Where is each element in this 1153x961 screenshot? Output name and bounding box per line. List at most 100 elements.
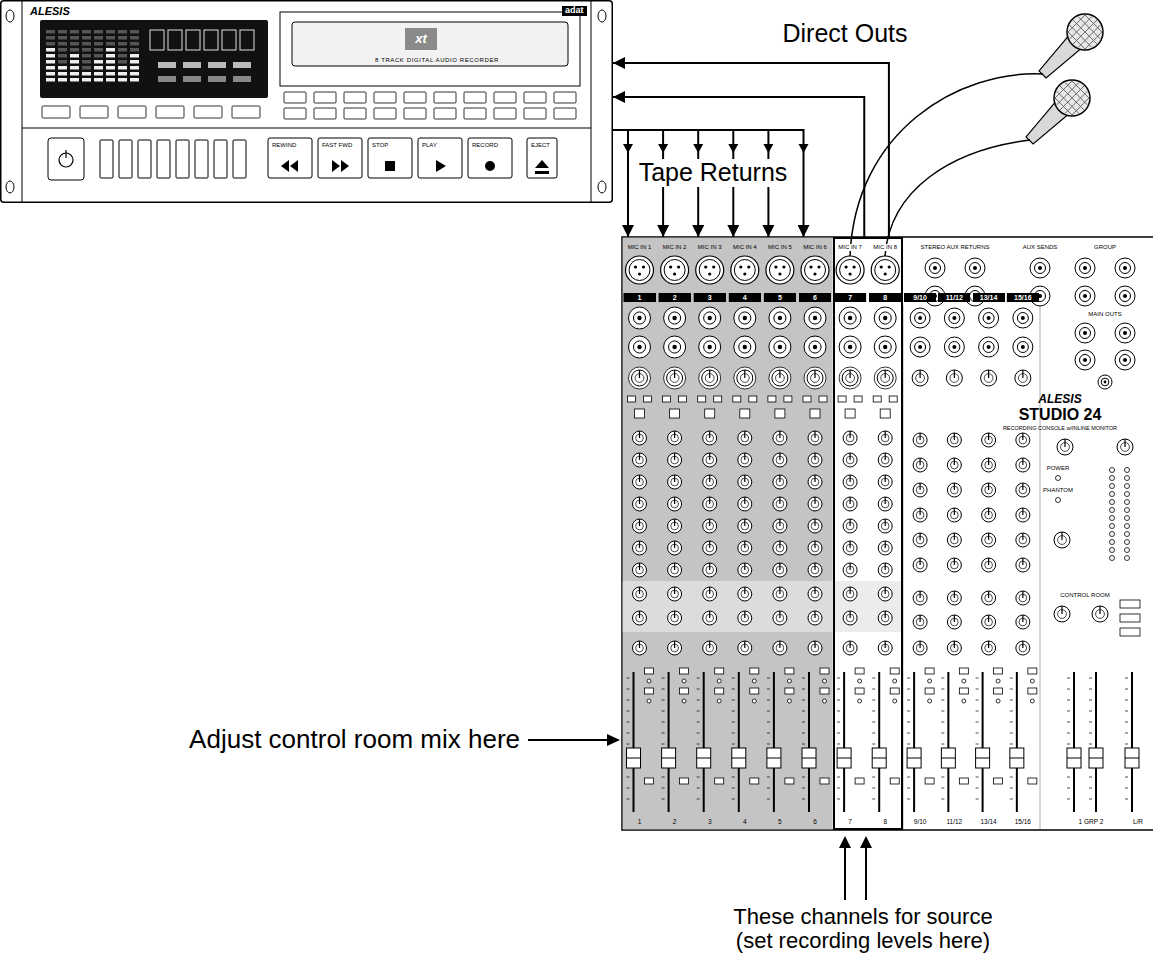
fader-tick [1089, 700, 1092, 701]
fader-tick [872, 722, 875, 723]
knob [702, 370, 718, 386]
xlr-pin [778, 272, 781, 275]
jack-hole [1021, 316, 1025, 320]
knob-pointer [744, 587, 745, 594]
panel-label: 15/16 [1015, 818, 1031, 825]
peak-led [1030, 679, 1034, 683]
meter-segment [70, 42, 79, 46]
knob-pointer [814, 519, 815, 526]
jack [769, 307, 791, 329]
fader-tick [1125, 722, 1128, 723]
knob [878, 497, 892, 511]
power-button [48, 138, 84, 180]
meter-segment [82, 42, 91, 46]
jack-hole [743, 316, 747, 320]
jack-ring [774, 312, 786, 324]
fader-tick [1089, 788, 1092, 789]
mixer-console: ALESISSTUDIO 24RECORDING CONSOLE w/INLIN… [622, 237, 1153, 830]
knob-pointer [849, 587, 850, 594]
fader-cap-line [1010, 758, 1024, 759]
panel-button [344, 108, 366, 119]
group-button [959, 778, 968, 784]
gain-ring [804, 367, 826, 389]
fader-tick [872, 733, 875, 734]
knob [773, 453, 787, 467]
knob-pointer [814, 370, 815, 378]
meter-led [1125, 532, 1130, 537]
source-channels: MIC IN 7MIC IN 87878 [833, 237, 903, 830]
meter-segment [118, 30, 127, 34]
meter-segment [94, 48, 103, 52]
fader-tick [627, 700, 630, 701]
knob [913, 641, 927, 655]
fader-tick [1125, 788, 1128, 789]
knob [668, 611, 682, 625]
solo-led [893, 699, 897, 703]
edge-label: Tape Returns [635, 159, 792, 187]
channel-button [670, 409, 680, 418]
fader-tick [627, 744, 630, 745]
fader-tick [837, 700, 840, 701]
stop-icon [385, 161, 395, 171]
display-indicator [158, 76, 176, 82]
fader-tick [1125, 700, 1128, 701]
fader-tick [1089, 777, 1092, 778]
panel-label: 7 [834, 293, 866, 302]
jack [629, 336, 651, 358]
fader-tick [767, 733, 770, 734]
jack [734, 336, 756, 358]
transport-button [368, 138, 412, 178]
knob-pointer [988, 433, 989, 440]
mic-grille [1072, 98, 1090, 116]
knob [807, 370, 823, 386]
fader-tick [907, 744, 910, 745]
meter-segment [130, 60, 139, 64]
knob [668, 641, 682, 655]
panel-button [554, 108, 576, 119]
panel-label: 15/16 [1007, 293, 1039, 302]
display-indicator [233, 76, 251, 82]
fader-tick [941, 777, 944, 778]
knob [913, 458, 927, 472]
panel-button [284, 92, 306, 103]
group-button [1028, 778, 1037, 784]
fader-tick [1067, 722, 1070, 723]
xlr-pin [888, 265, 891, 268]
channel-header-bar [834, 293, 866, 302]
peak-led [682, 679, 686, 683]
knob-pointer [709, 611, 710, 618]
meter-segment [94, 54, 103, 58]
xlr-pin [708, 272, 711, 275]
knob-pointer [674, 519, 675, 526]
panel-label: 6 [813, 818, 817, 825]
knob [947, 458, 961, 472]
panel-label: FAST FWD [322, 142, 352, 149]
knob [773, 541, 787, 555]
fader-track [982, 672, 984, 812]
knob [1016, 533, 1030, 547]
jack-ring [739, 341, 751, 353]
panel-label: 1 GRP 2 [1079, 818, 1104, 825]
jack [804, 307, 826, 329]
knob-pointer [988, 458, 989, 465]
jack-hole [1038, 266, 1042, 270]
knob [773, 611, 787, 625]
knob [737, 370, 753, 386]
knob [842, 370, 858, 386]
meter-segment [130, 78, 139, 82]
fader-tick [802, 733, 805, 734]
knob-pointer [709, 431, 710, 438]
knob-pointer [885, 431, 886, 438]
fader-tick [802, 788, 805, 789]
fast-forward-icon [341, 160, 349, 172]
knob-pointer [779, 563, 780, 570]
fader-tick [837, 711, 840, 712]
knob [738, 475, 752, 489]
knob-pointer [849, 497, 850, 504]
channel-header-bar [869, 293, 901, 302]
xlr-pin [853, 265, 856, 268]
channel-button [663, 396, 671, 402]
master-button [1120, 628, 1140, 636]
phantom-led [1056, 498, 1061, 503]
